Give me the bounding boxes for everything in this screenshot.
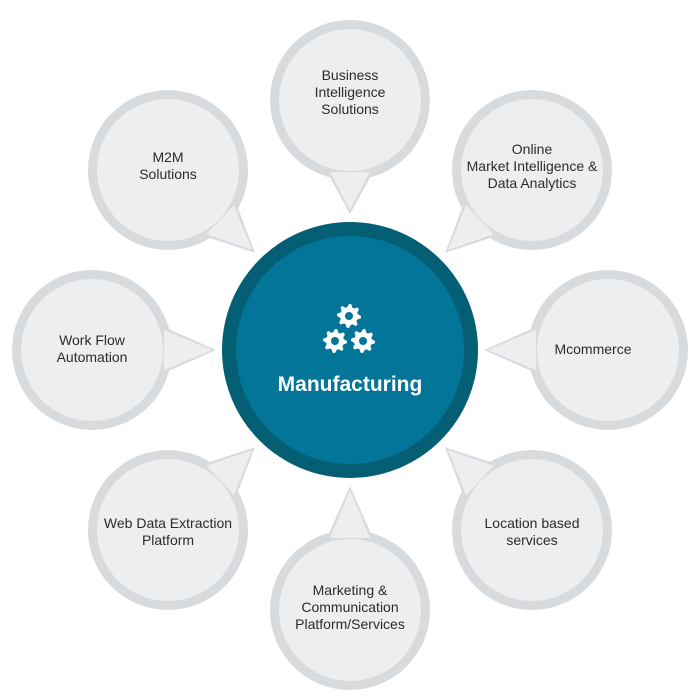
bubble-circle: [279, 29, 421, 171]
bubble-pointer: [330, 172, 370, 210]
bubble-label-line: Platform: [142, 532, 194, 548]
bubble-label-line: Market Intelligence &: [467, 158, 598, 174]
gear-hole: [345, 312, 353, 320]
bubble-circle: [97, 99, 239, 241]
center-hub: Manufacturing: [222, 222, 478, 478]
bubble-circle: [537, 279, 679, 421]
bubble-pointer: [206, 450, 252, 495]
bubble-label-line: Solutions: [139, 166, 197, 182]
bubble-pointer: [448, 205, 494, 250]
bubble-pointer: [206, 205, 252, 250]
bubble-mcommerce: Mcommerce: [484, 270, 688, 430]
bubble-label-line: Platform/Services: [295, 616, 405, 632]
bubble-label-line: Automation: [57, 349, 128, 365]
bubble-label-line: Marketing &: [313, 582, 388, 598]
bubble-circle: [97, 459, 239, 601]
bubble-label-line: Data Analytics: [488, 175, 577, 191]
bubble-pointer: [448, 450, 494, 495]
gears-icon: [323, 304, 375, 353]
bubble-marketing-communication: Marketing &CommunicationPlatform/Service…: [270, 486, 430, 690]
center-title: Manufacturing: [278, 373, 423, 396]
bubble-label-line: Web Data Extraction: [104, 515, 232, 531]
bubble-label-line: Business: [322, 67, 379, 83]
bubble-pointer: [330, 490, 370, 538]
bubbles-layer: BusinessIntelligenceSolutionsOnlineMarke…: [12, 20, 688, 690]
bubble-label-line: Work Flow: [59, 332, 126, 348]
bubble-label-line: Intelligence: [315, 84, 386, 100]
bubble-circle: [461, 459, 603, 601]
gear-hole: [359, 337, 367, 345]
bubble-label-line: Mcommerce: [554, 341, 631, 357]
bubble-label-line: services: [506, 532, 557, 548]
bubble-pointer: [488, 330, 536, 370]
bubble-label-line: Location based: [485, 515, 580, 531]
bubble-pointer: [164, 330, 212, 370]
bubble-circle: [279, 539, 421, 681]
bubble-circle: [21, 279, 163, 421]
gear-hole: [331, 337, 339, 345]
bubble-label-line: Solutions: [321, 101, 379, 117]
bubble-circle: [461, 99, 603, 241]
bubble-label-line: Online: [512, 141, 553, 157]
bubble-label-line: M2M: [152, 149, 183, 165]
center-circle: [236, 236, 464, 464]
bubble-label-line: Communication: [301, 599, 398, 615]
